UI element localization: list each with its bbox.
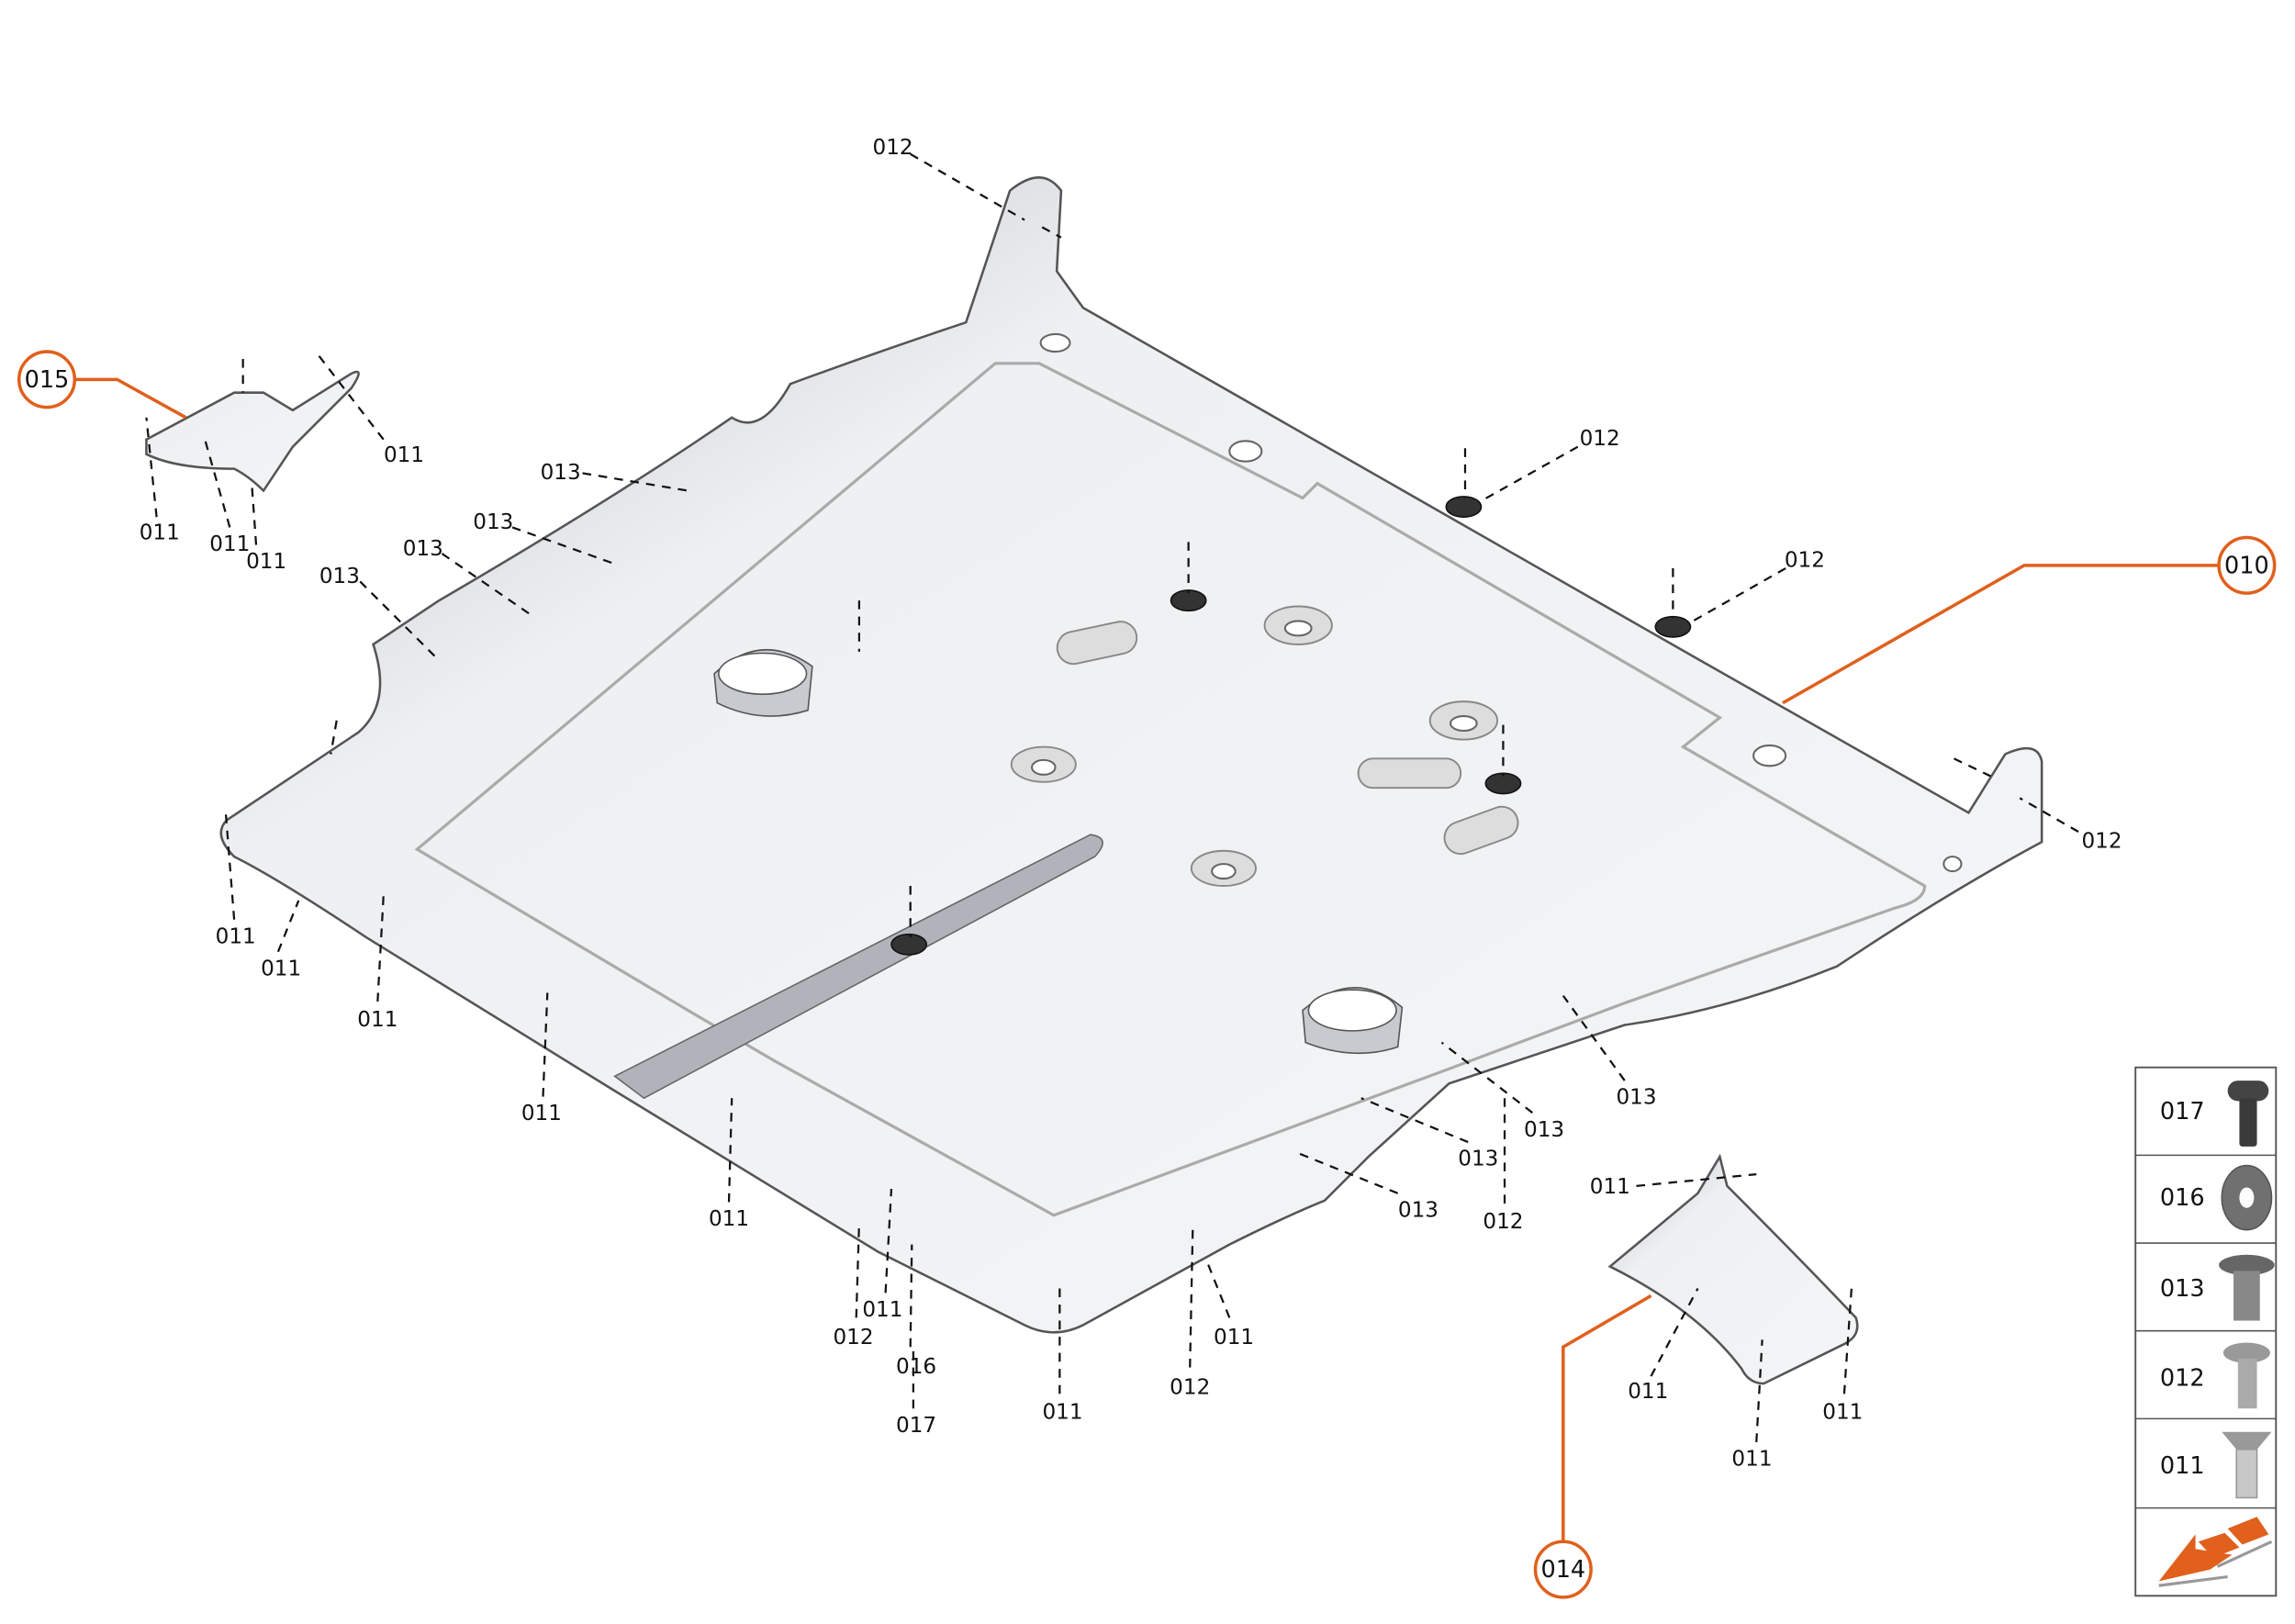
bracket-014[interactable]	[1607, 1153, 1859, 1385]
part-label: 013	[541, 461, 581, 485]
callout-label: 014	[1540, 1556, 1585, 1584]
part-label: 011	[246, 550, 286, 574]
part-label: 011	[1214, 1326, 1254, 1350]
part-labels: 012 012 012 012 011 011 011 011 013 013 …	[140, 136, 2122, 1472]
part-label: 013	[1398, 1198, 1439, 1222]
part-label: 011	[862, 1298, 902, 1322]
washer-icon	[2221, 1164, 2273, 1231]
legend-code: 013	[2160, 1275, 2205, 1303]
part-label: 011	[1042, 1400, 1082, 1424]
part-label: 012	[1170, 1375, 1210, 1399]
callout-label: 015	[25, 366, 70, 394]
part-label: 012	[2081, 830, 2121, 854]
legend-code: 017	[2160, 1098, 2205, 1126]
fastener-legend: 017 016 013 012 011	[2134, 1066, 2278, 1597]
bracket-015[interactable]	[145, 370, 360, 493]
part-label: 011	[521, 1102, 562, 1126]
part-label: 011	[384, 443, 424, 467]
flange-bolt-long-icon	[2222, 1342, 2270, 1409]
part-label: 012	[1483, 1210, 1523, 1234]
part-label: 011	[209, 532, 250, 556]
part-label: 012	[873, 136, 913, 160]
part-label: 012	[833, 1326, 873, 1350]
part-label: 013	[1524, 1118, 1564, 1142]
countersunk-screw-icon	[2222, 1431, 2272, 1499]
legend-code: 012	[2160, 1364, 2205, 1392]
part-label: 013	[473, 510, 513, 534]
flange-bolt-icon	[2219, 1254, 2275, 1321]
pan-head-screw-icon	[2227, 1081, 2269, 1147]
part-label: 011	[261, 957, 301, 980]
part-label: 013	[1458, 1148, 1498, 1171]
part-label: 013	[1616, 1086, 1656, 1110]
callout-014[interactable]: 014	[1533, 1294, 1652, 1599]
vehicle-front-direction-arrow-icon	[2158, 1517, 2273, 1587]
leader-lines	[145, 152, 2079, 1442]
part-label: 011	[1731, 1448, 1772, 1472]
legend-code: 011	[2160, 1452, 2205, 1480]
part-label: 011	[709, 1207, 749, 1231]
part-label: 013	[403, 537, 443, 561]
part-label: 013	[319, 565, 360, 588]
part-label: 012	[1580, 427, 1620, 451]
skid-plate-010[interactable]	[219, 176, 2043, 1334]
part-label: 012	[1785, 549, 1825, 573]
legend-code: 016	[2160, 1184, 2205, 1212]
callout-015[interactable]: 015	[17, 350, 187, 420]
part-label: 011	[1628, 1380, 1668, 1404]
part-label: 017	[896, 1414, 936, 1438]
part-label: 011	[216, 924, 256, 948]
part-label: 011	[1822, 1400, 1863, 1424]
part-label: 011	[357, 1008, 397, 1032]
callout-010[interactable]: 010	[1782, 535, 2277, 705]
callout-label: 010	[2224, 552, 2269, 579]
part-label: 011	[140, 521, 180, 544]
part-label: 011	[1590, 1175, 1630, 1199]
part-label: 016	[896, 1355, 936, 1379]
